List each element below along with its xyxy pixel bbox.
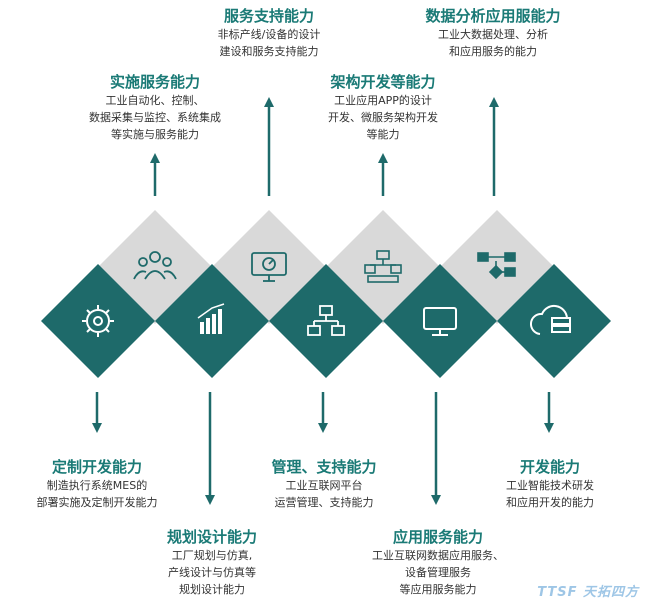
block-custom-dev: 定制开发能力 制造执行系统MES的 部署实施及定制开发能力 <box>24 457 170 511</box>
block-desc-line: 非标产线/设备的设计 <box>217 28 321 41</box>
block-planning: 规划设计能力 工厂规划与仿真, 产线设计与仿真等 规划设计能力 <box>146 527 278 598</box>
flowchart-icon <box>477 252 516 280</box>
block-title: 应用服务能力 <box>392 528 483 546</box>
teal-diamond-1 <box>41 264 155 378</box>
block-desc-line: 工业互联网平台 <box>285 479 363 492</box>
block-desc-line: 工业智能技术研发 <box>506 479 594 492</box>
block-desc-line: 规划设计能力 <box>179 583 245 596</box>
block-data-analysis: 数据分析应用服能力 工业大数据处理、分析 和应用服务的能力 <box>408 6 578 60</box>
block-desc-line: 工业应用APP的设计 <box>334 94 432 107</box>
block-desc-line: 等实施与服务能力 <box>111 128 199 141</box>
gear-icon <box>82 305 114 337</box>
block-title: 服务支持能力 <box>223 7 314 25</box>
bar-chart-icon <box>197 303 225 334</box>
block-desc-line: 设备管理服务 <box>405 566 471 579</box>
block-desc-line: 数据采集与监控、系统集成 <box>89 111 221 124</box>
block-implementation: 实施服务能力 工业自动化、控制、 数据采集与监控、系统集成 等实施与服务能力 <box>80 72 230 143</box>
hierarchy-icon <box>307 305 345 336</box>
block-desc-line: 开发、微服务架构开发 <box>328 111 438 124</box>
block-desc-line: 等能力 <box>366 128 400 141</box>
block-desc-line: 部署实施及定制开发能力 <box>36 496 158 509</box>
block-desc-line: 建设和服务支持能力 <box>219 45 319 58</box>
block-desc-line: 工业大数据处理、分析 <box>438 28 548 41</box>
people-icon <box>133 251 177 280</box>
block-application: 应用服务能力 工业互联网数据应用服务、 设备管理服务 等应用服务能力 <box>358 527 518 598</box>
block-title: 定制开发能力 <box>51 458 142 476</box>
block-desc-line: 产线设计与仿真等 <box>168 566 256 579</box>
block-title: 数据分析应用服能力 <box>425 7 561 25</box>
block-management: 管理、支持能力 工业互联网平台 运营管理、支持能力 <box>258 457 390 511</box>
block-title: 管理、支持能力 <box>271 458 377 476</box>
block-development: 开发能力 工业智能技术研发 和应用开发的能力 <box>490 457 610 511</box>
block-architecture: 架构开发等能力 工业应用APP的设计 开发、微服务架构开发 等能力 <box>310 72 456 143</box>
cloud-server-icon <box>530 304 571 335</box>
block-title: 实施服务能力 <box>109 73 200 91</box>
block-desc-line: 运营管理、支持能力 <box>274 496 374 509</box>
block-desc-line: 工厂规划与仿真, <box>171 549 253 562</box>
block-title: 规划设计能力 <box>166 528 257 546</box>
block-desc-line: 和应用开发的能力 <box>506 496 594 509</box>
teal-diamond-5 <box>497 264 611 378</box>
block-title: 架构开发等能力 <box>330 73 436 91</box>
block-desc-line: 制造执行系统MES的 <box>46 479 148 492</box>
watermark-logo: TTSF 天拓四方 <box>537 585 639 600</box>
block-desc-line: 和应用服务的能力 <box>449 45 537 58</box>
block-desc-line: 工业自动化、控制、 <box>105 94 205 107</box>
monitor-icon <box>423 307 457 336</box>
block-desc-line: 工业互联网数据应用服务、 <box>372 549 504 562</box>
monitor-dashboard-icon <box>251 252 287 282</box>
block-service-support: 服务支持能力 非标产线/设备的设计 建设和服务支持能力 <box>199 6 339 60</box>
block-desc-line: 等应用服务能力 <box>399 583 477 596</box>
network-switch-icon <box>364 250 402 283</box>
teal-diamond-4 <box>383 264 497 378</box>
block-title: 开发能力 <box>519 458 580 476</box>
